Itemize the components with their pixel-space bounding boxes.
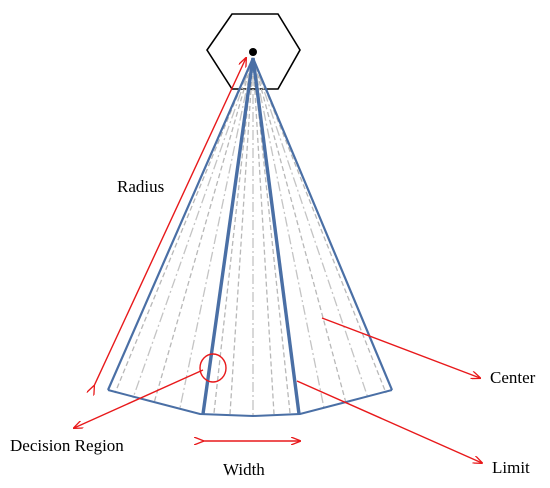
radius-label: Radius [117,177,164,196]
inner-limit-left [201,57,255,415]
guide-line [252,57,275,415]
decision-region-marker [199,353,227,383]
decision-region-arrow [74,369,204,428]
annotations [74,58,482,463]
guide-line [252,57,387,394]
guide-lines [114,57,387,415]
guide-line [153,57,254,404]
hexagon-node [206,13,301,90]
center-arrow [321,317,480,378]
decision-region-label: Decision Region [10,436,124,455]
guide-line [252,57,369,399]
sector-arc [107,389,393,418]
guide-line [252,57,325,409]
origin-point [249,48,257,56]
inner-limit-right [251,57,301,415]
outer-limit-right [251,57,394,391]
width-label: Width [223,460,265,479]
center-label: Center [490,368,536,387]
radius-arrow [94,58,246,386]
guide-line [252,57,347,404]
sector-outline [106,57,394,418]
limit-arrow [296,380,482,463]
guide-line [114,57,254,394]
limit-label: Limit [492,458,530,477]
